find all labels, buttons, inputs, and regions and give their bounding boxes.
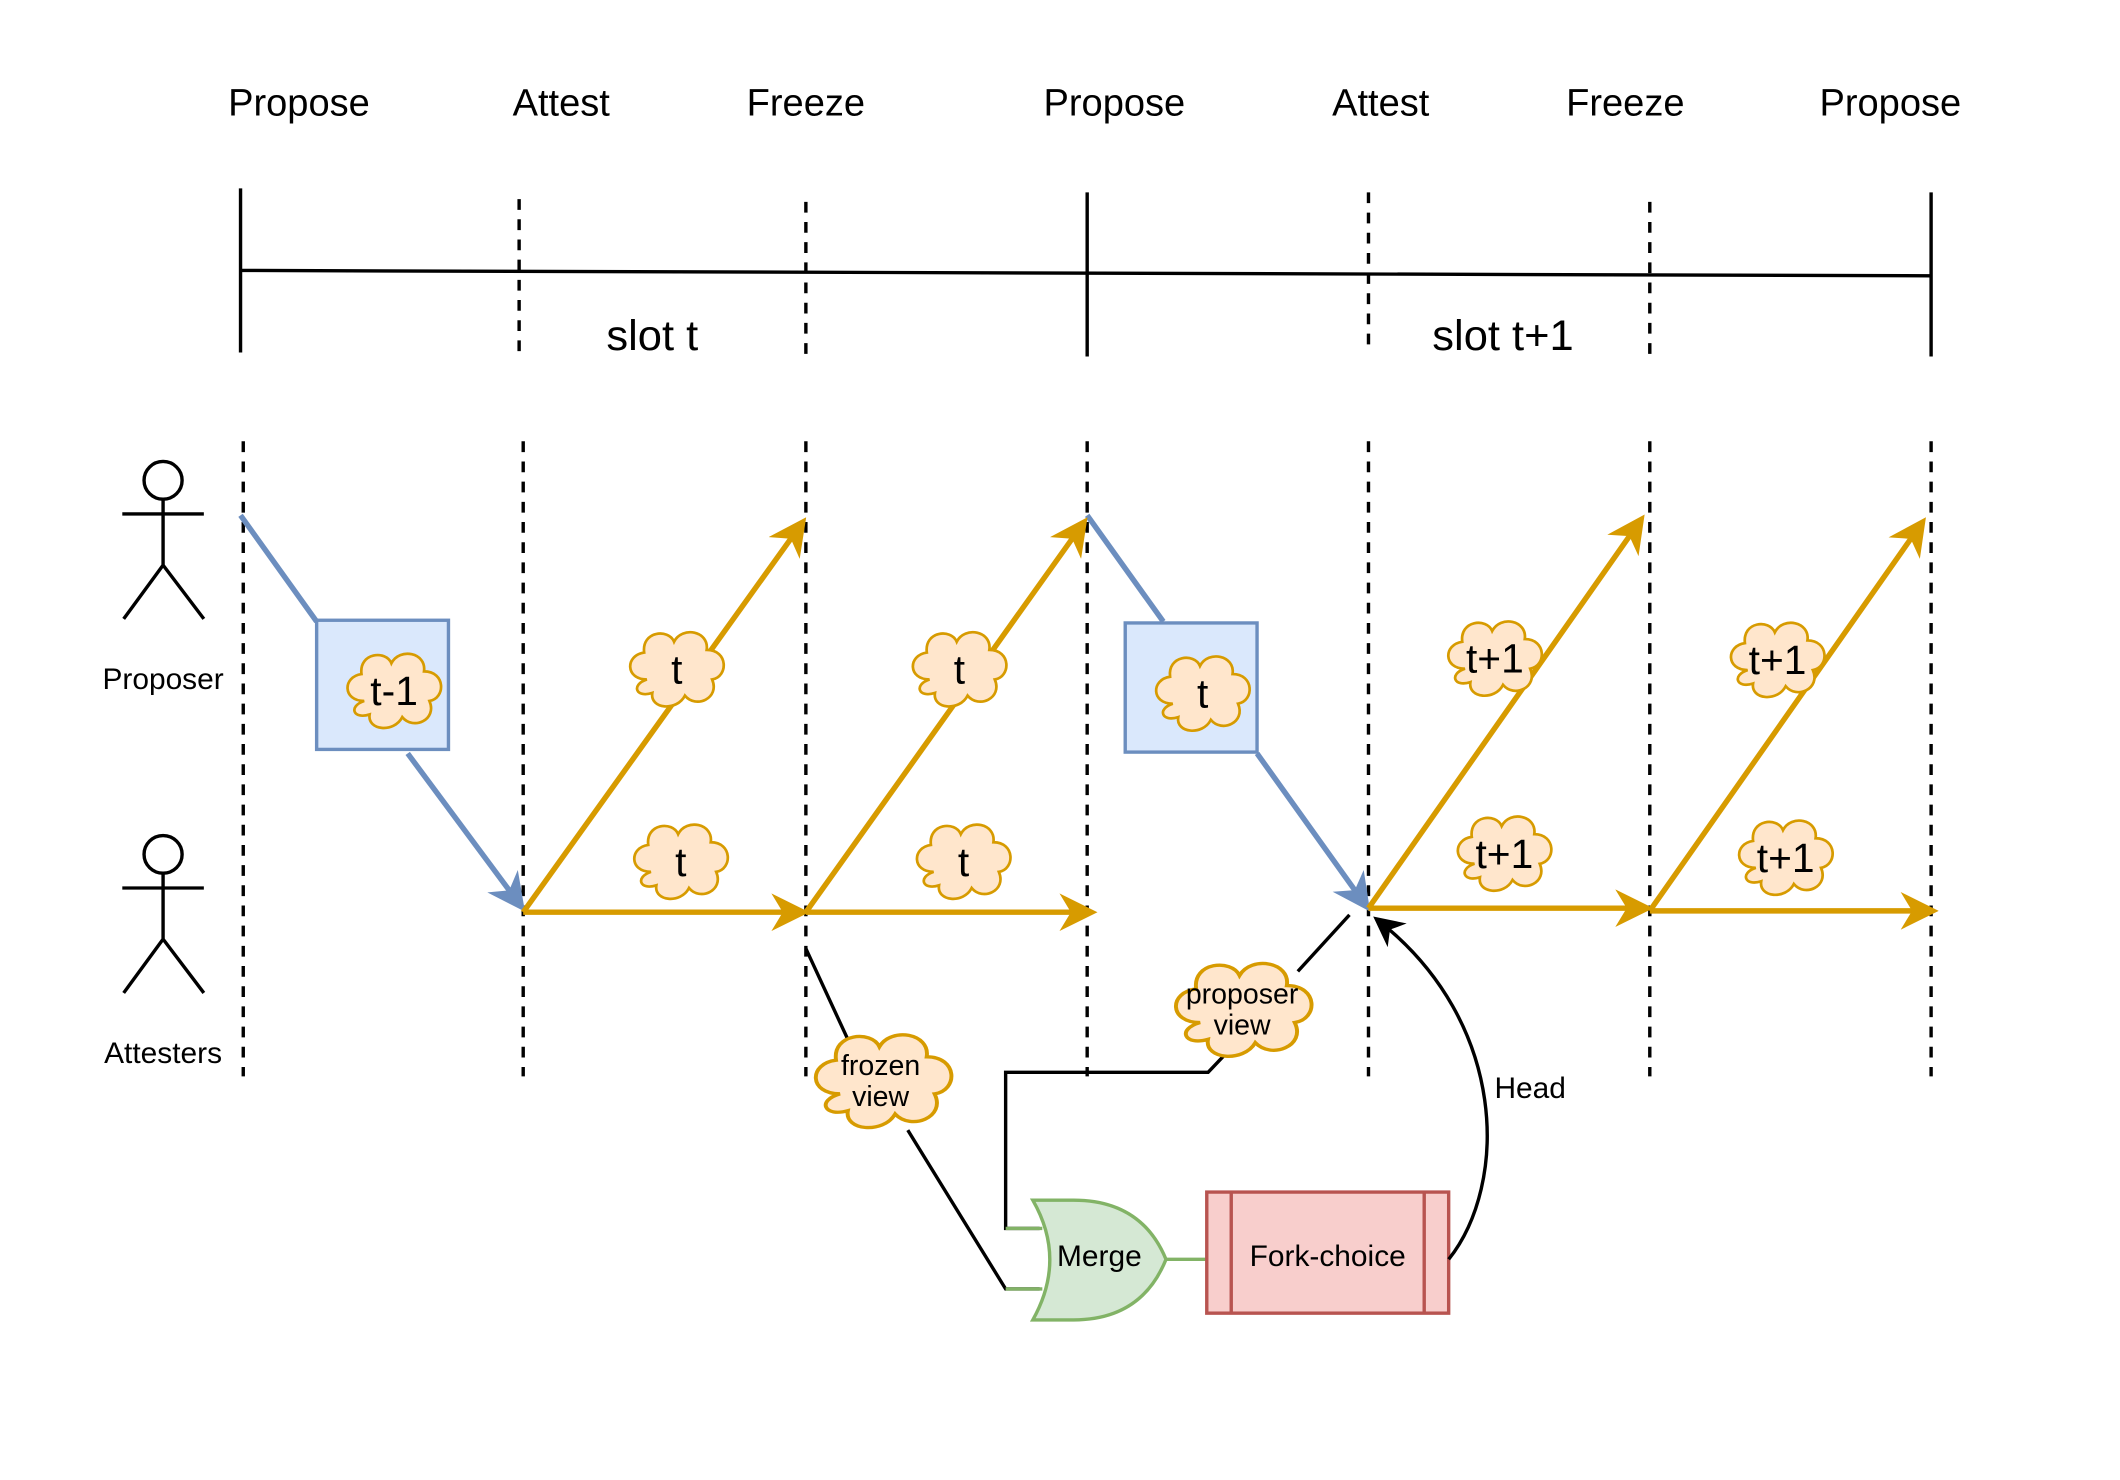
proposer-view-cloud: proposer view [1173, 961, 1314, 1059]
message-cloud: t+1 [1456, 815, 1553, 893]
svg-text:t+1: t+1 [1475, 831, 1533, 877]
phase-label: Attest [513, 83, 611, 125]
phase-label: Freeze [1566, 83, 1684, 125]
message-cloud: t [1154, 655, 1252, 733]
proposer-label: Proposer [102, 663, 223, 696]
svg-text:t-1: t-1 [370, 668, 418, 714]
message-cloud: t+1 [1446, 620, 1544, 698]
vote-arrow [520, 514, 1939, 932]
slot-label: slot t+1 [1432, 312, 1573, 360]
timeline [238, 188, 1933, 357]
phase-labels: Propose Attest Freeze Propose Attest Fre… [228, 83, 1961, 125]
phase-dividers [241, 441, 1933, 1077]
phase-label: Attest [1332, 83, 1430, 125]
svg-text:view: view [1214, 1010, 1272, 1042]
message-cloud: t [628, 630, 726, 708]
svg-text:t+1: t+1 [1757, 835, 1815, 881]
svg-text:t+1: t+1 [1749, 637, 1807, 683]
message-cloud: t [911, 630, 1008, 708]
fork-choice-label: Fork-choice [1250, 1240, 1406, 1273]
frozen-view-cloud: frozen view [813, 1032, 954, 1130]
head-arrow [1373, 916, 1489, 1261]
phase-label: Propose [1819, 83, 1961, 125]
merge-gate: Merge [1005, 1198, 1168, 1322]
svg-text:t: t [671, 647, 682, 693]
svg-text:proposer: proposer [1186, 979, 1299, 1011]
svg-text:frozen: frozen [841, 1050, 920, 1082]
attesters-label: Attesters [104, 1037, 222, 1070]
attesters-actor-icon [122, 833, 206, 994]
svg-text:view: view [852, 1081, 910, 1113]
svg-text:t: t [954, 647, 965, 693]
message-cloud: t+1 [1729, 621, 1826, 699]
head-label: Head [1494, 1072, 1565, 1105]
phase-label: Propose [228, 83, 370, 125]
svg-text:t: t [675, 839, 686, 885]
svg-text:t: t [1197, 671, 1208, 717]
fork-choice-box: Fork-choice [1205, 1190, 1451, 1315]
message-cloud: t-1 [346, 652, 443, 730]
merge-label: Merge [1057, 1240, 1142, 1273]
phase-label: Freeze [747, 83, 865, 125]
proposer-actor-icon [122, 459, 206, 620]
message-cloud: t [915, 823, 1012, 901]
slot-label: slot t [606, 312, 698, 360]
proposal-arrow [238, 513, 1371, 912]
message-cloud: t [632, 823, 730, 901]
phase-label: Propose [1043, 83, 1185, 125]
svg-text:t+1: t+1 [1466, 636, 1524, 682]
message-cloud: t+1 [1737, 819, 1835, 897]
svg-text:t: t [958, 839, 969, 885]
